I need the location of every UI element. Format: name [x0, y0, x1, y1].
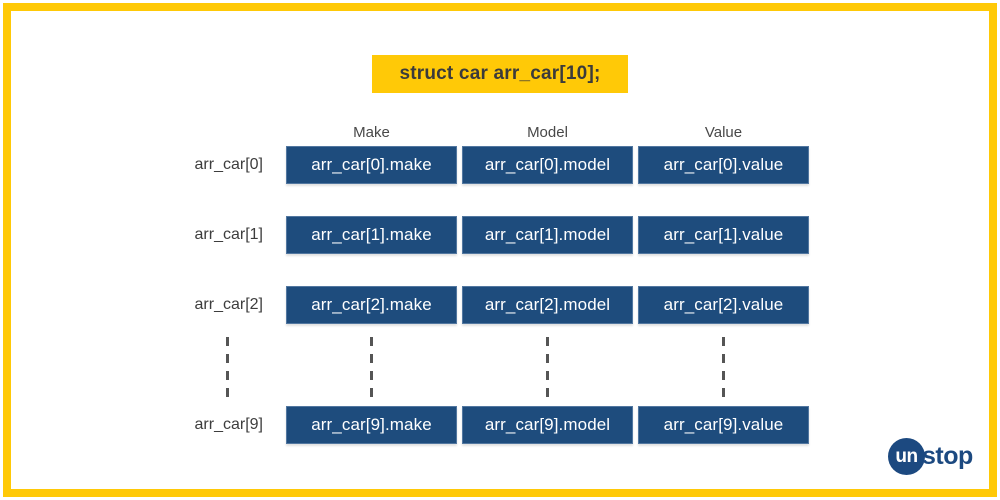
row-label: arr_car[9]	[194, 416, 263, 433]
row-label: arr_car[0]	[194, 156, 263, 173]
struct-declaration-banner: struct car arr_car[10];	[372, 55, 628, 93]
unstop-logo: un stop	[888, 438, 973, 475]
cell-make: arr_car[2].make	[286, 286, 457, 324]
cell-make: arr_car[0].make	[286, 146, 457, 184]
cell-make: arr_car[9].make	[286, 406, 457, 444]
array-row-9: arr_car[9] arr_car[9].make arr_car[9].mo…	[0, 406, 1000, 444]
column-header-make: Make	[353, 124, 390, 141]
ellipsis-dashed-line	[722, 337, 725, 399]
ellipsis-dashed-line	[370, 337, 373, 399]
cell-model: arr_car[9].model	[462, 406, 633, 444]
unstop-logo-mark: un	[888, 438, 925, 475]
cell-value: arr_car[1].value	[638, 216, 809, 254]
ellipsis-dashed-line	[226, 337, 229, 399]
ellipsis-dashed-line	[546, 337, 549, 399]
array-row-0: arr_car[0] arr_car[0].make arr_car[0].mo…	[0, 146, 1000, 184]
cell-model: arr_car[0].model	[462, 146, 633, 184]
cell-model: arr_car[2].model	[462, 286, 633, 324]
cell-make: arr_car[1].make	[286, 216, 457, 254]
unstop-logo-text: stop	[922, 442, 973, 470]
column-header-value: Value	[704, 124, 743, 141]
cell-model: arr_car[1].model	[462, 216, 633, 254]
column-header-model: Model	[527, 124, 568, 141]
cell-value: arr_car[2].value	[638, 286, 809, 324]
array-row-2: arr_car[2] arr_car[2].make arr_car[2].mo…	[0, 286, 1000, 324]
cell-value: arr_car[0].value	[638, 146, 809, 184]
row-label: arr_car[1]	[194, 226, 263, 243]
cell-value: arr_car[9].value	[638, 406, 809, 444]
row-label: arr_car[2]	[194, 296, 263, 313]
array-row-1: arr_car[1] arr_car[1].make arr_car[1].mo…	[0, 216, 1000, 254]
